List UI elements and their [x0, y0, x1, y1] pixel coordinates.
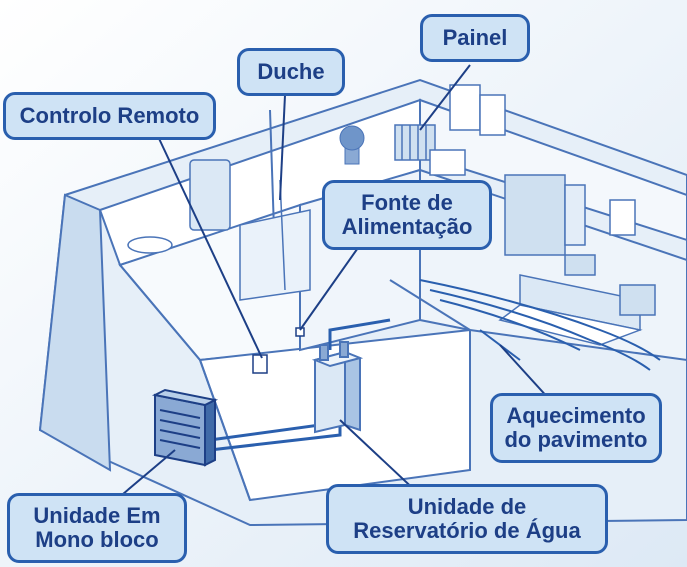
leader-aquecimento [499, 344, 551, 401]
leader-controlo-remoto [154, 129, 263, 359]
shower-enclosure [189, 159, 311, 301]
painel-label: Painel [420, 14, 530, 62]
reservatorio-agua-label: Unidade de Reservatório de Água [326, 484, 608, 554]
leader-painel [419, 64, 471, 131]
unidade-mono-bloco-line1: Unidade Em [33, 503, 161, 528]
floor-heating-pipes [419, 279, 661, 371]
reservatorio-agua-line2: Reservatório de Água [353, 518, 581, 543]
radiator-panel-illustration [394, 84, 506, 161]
aquecimento-pavimento-label: Aquecimento do pavimento [490, 393, 662, 463]
aquecimento-pavimento-line2: do pavimento [504, 427, 648, 452]
wall-devices [252, 327, 305, 374]
fonte-alimentacao-line1: Fonte de [361, 190, 453, 215]
sink [127, 236, 173, 254]
monobloc-outdoor-unit-illustration [151, 388, 219, 467]
leader-fonte-alimentacao [299, 244, 361, 331]
fonte-alimentacao-line2: Alimentação [341, 214, 473, 239]
aquecimento-pavimento-line1: Aquecimento [506, 403, 646, 428]
controlo-remoto-label: Controlo Remoto [3, 92, 216, 140]
painel-label-text: Painel [442, 25, 508, 50]
leader-duche [279, 94, 286, 201]
plant-illustration [339, 125, 365, 165]
duche-label: Duche [237, 48, 345, 96]
unidade-mono-bloco-label: Unidade Em Mono bloco [7, 493, 187, 563]
fonte-alimentacao-label: Fonte de Alimentação [322, 180, 492, 250]
water-reservoir-unit-illustration [311, 341, 364, 434]
reservatorio-agua-line1: Unidade de [407, 494, 527, 519]
unidade-mono-bloco-line2: Mono bloco [35, 527, 159, 552]
duche-label-text: Duche [257, 59, 325, 84]
leader-reservatorio [339, 419, 421, 496]
controlo-remoto-label-text: Controlo Remoto [19, 103, 200, 128]
bedroom-furniture [429, 149, 656, 346]
